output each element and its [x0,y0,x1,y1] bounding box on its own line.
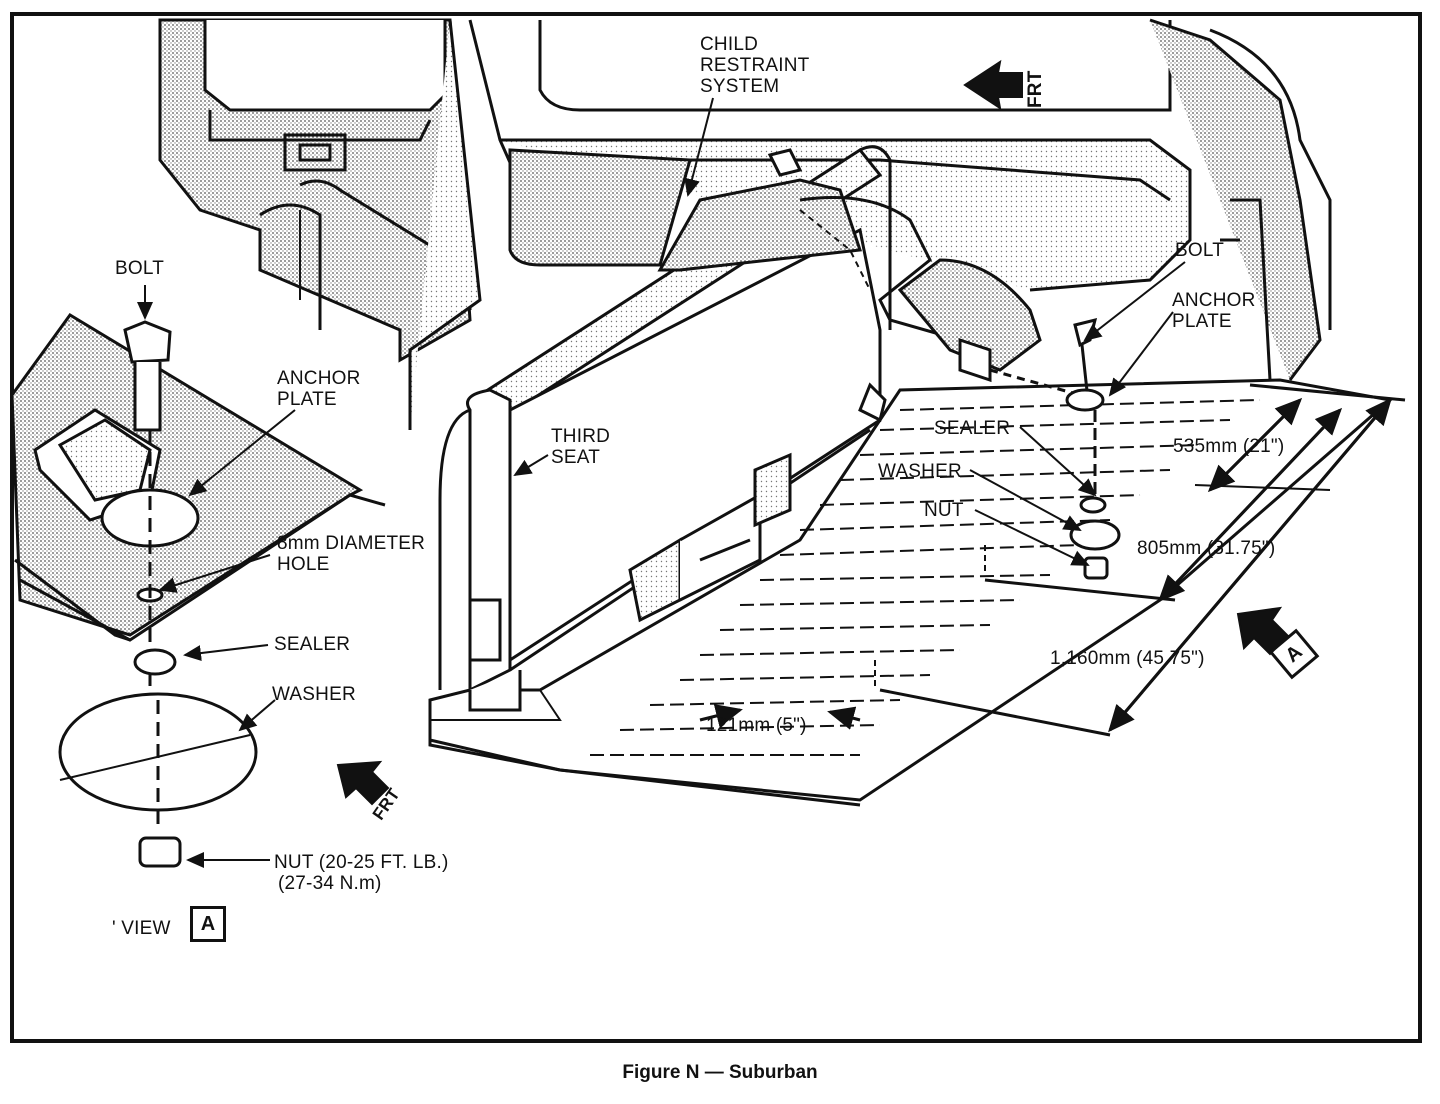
figure-caption: Figure N — Suburban [622,1062,818,1083]
label-nut-left-line2: (27-34 N.m) [278,873,382,894]
third-seat [438,145,1081,712]
label-child-restraint-line1: CHILD [700,34,759,55]
label-anchor-plate-right: ANCHOR PLATE [1172,290,1256,332]
label-hole-line1: 8mm DIAMETER [277,533,426,554]
label-anchor-plate-left: ANCHOR PLATE [277,368,361,410]
label-anchor-right-line1: ANCHOR [1172,290,1256,311]
label-washer-right: WASHER [878,461,962,482]
view-a-box: A [190,906,226,942]
leader-lines [137,97,1186,868]
label-dim-121: 121mm (5") [706,715,807,736]
label-view: ' VIEW [112,918,171,939]
detail-view-a [10,313,386,868]
label-third-seat-line1: THIRD [551,426,611,447]
label-hole-line2: HOLE [277,554,330,575]
label-third-seat-line2: SEAT [551,447,601,468]
label-bolt-right: BOLT [1175,240,1225,261]
label-frt-top: FRT [1025,70,1046,108]
label-washer-left: WASHER [272,684,356,705]
label-child-restraint-line3: SYSTEM [700,76,780,97]
frt-arrows [336,59,1290,806]
dimension-lines [699,383,1406,737]
label-dim-535: 535mm (21") [1173,436,1285,457]
label-anchor-right-line2: PLATE [1172,311,1232,332]
label-dim-1160: 1,160mm (45.75") [1050,648,1205,669]
label-nut-left-line1: NUT (20-25 FT. LB.) [274,852,449,873]
label-bolt-left: BOLT [115,258,165,279]
label-nut-left: NUT (20-25 FT. LB.) (27-34 N.m) [274,852,449,894]
label-third-seat: THIRD SEAT [551,426,610,468]
label-child-restraint-line2: RESTRAINT [700,55,810,76]
figure-frame [10,12,1422,1043]
label-nut-right: NUT [924,500,964,521]
label-child-restraint: CHILD RESTRAINT SYSTEM [700,34,809,97]
label-anchor-left-line2: PLATE [277,389,337,410]
label-sealer-left: SEALER [274,634,351,655]
label-dim-805: 805mm (31.75") [1137,538,1276,559]
label-hole: 8mm DIAMETER HOLE [277,533,425,575]
label-anchor-left-line1: ANCHOR [277,368,361,389]
label-sealer-right: SEALER [934,418,1011,439]
